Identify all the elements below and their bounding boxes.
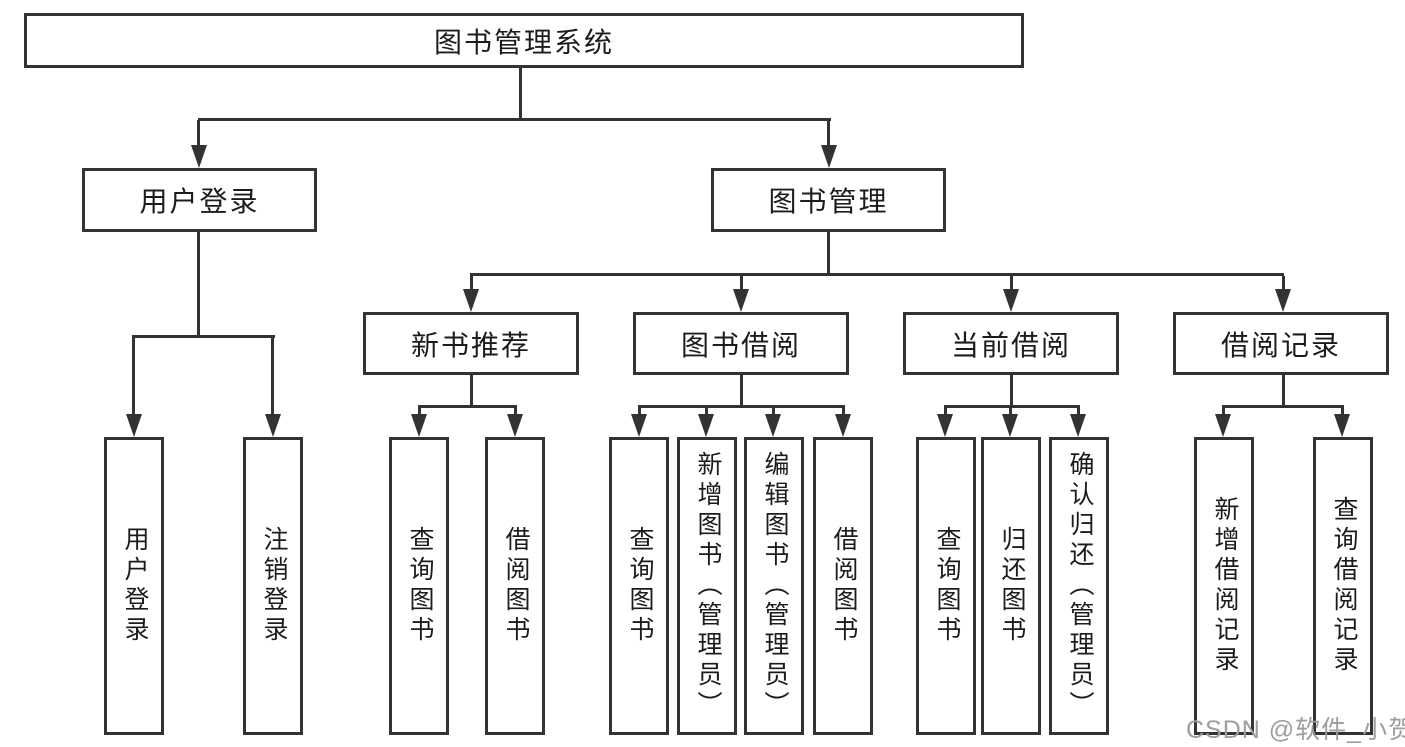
leaf-bb-edit-books-admin: 编辑图书（管理员）	[744, 437, 804, 735]
arrow-down-icon	[733, 289, 749, 312]
connector-drop-user-login	[197, 120, 200, 148]
connector-drop	[1341, 405, 1344, 417]
connector-level3-rail	[470, 273, 1284, 276]
leaf-br-add-record: 新增借阅记录	[1194, 437, 1254, 735]
arrow-down-icon	[463, 289, 479, 312]
connector-drop-new-book	[470, 276, 473, 290]
watermark: CSDN @软件_小贺同学	[1186, 716, 1405, 744]
leaf-cb-return-books: 归还图书	[981, 437, 1041, 735]
connector-drop	[1077, 405, 1080, 417]
arrow-down-icon	[821, 145, 837, 168]
leaf-bb-add-books-admin: 新增图书（管理员）	[677, 437, 737, 735]
connector-drop	[944, 405, 947, 417]
connector-new-book-rail	[418, 405, 517, 408]
connector-current-borrow-stem	[1010, 375, 1013, 408]
arrow-down-icon	[126, 414, 142, 437]
connector-drop-book-management	[827, 120, 830, 148]
leaf-br-query-record: 查询借阅记录	[1313, 437, 1373, 735]
arrow-down-icon	[937, 414, 953, 437]
connector-drop	[842, 405, 845, 417]
connector-drop	[705, 405, 708, 417]
connector-drop	[1009, 405, 1012, 417]
leaf-user-login: 用户登录	[104, 437, 164, 735]
node-borrow-records: 借阅记录	[1173, 312, 1389, 375]
arrow-down-icon	[411, 414, 427, 437]
leaf-bb-borrow-books: 借阅图书	[813, 437, 873, 735]
node-book-borrow: 图书借阅	[633, 312, 849, 375]
connector-user-login-rail	[132, 335, 275, 338]
connector-user-login-stem	[197, 232, 200, 338]
arrow-down-icon	[1070, 414, 1086, 437]
connector-drop-book-borrow	[740, 276, 743, 290]
connector-borrow-records-rail	[1222, 405, 1343, 408]
arrow-down-icon	[265, 414, 281, 437]
arrow-down-icon	[1334, 414, 1350, 437]
arrow-down-icon	[1275, 289, 1291, 312]
arrow-down-icon	[1003, 289, 1019, 312]
leaf-nb-borrow-books: 借阅图书	[485, 437, 545, 735]
node-book-management: 图书管理	[711, 168, 946, 232]
connector-book-borrow-stem	[740, 375, 743, 408]
arrow-down-icon	[631, 414, 647, 437]
arrow-down-icon	[835, 414, 851, 437]
arrow-down-icon	[507, 414, 523, 437]
arrow-down-icon	[1002, 414, 1018, 437]
connector-borrow-records-stem	[1282, 375, 1285, 408]
connector-drop	[1222, 405, 1225, 417]
connector-book-management-stem	[827, 232, 830, 276]
arrow-down-icon	[765, 414, 781, 437]
connector-drop-leaf-user-login	[132, 337, 135, 415]
arrow-down-icon	[1215, 414, 1231, 437]
connector-root-stem	[519, 68, 522, 120]
connector-drop-current-borrow	[1010, 276, 1013, 290]
connector-new-book-stem	[470, 375, 473, 408]
arrow-down-icon	[191, 145, 207, 168]
node-new-book-recommend: 新书推荐	[363, 312, 579, 375]
connector-drop-borrow-records	[1282, 276, 1285, 290]
node-user-login: 用户登录	[82, 168, 317, 232]
node-current-borrow: 当前借阅	[903, 312, 1119, 375]
connector-drop	[418, 405, 421, 417]
connector-drop	[772, 405, 775, 417]
connector-drop-leaf-logout	[271, 337, 274, 415]
leaf-logout-login: 注销登录	[243, 437, 303, 735]
leaf-cb-query-books: 查询图书	[916, 437, 976, 735]
leaf-nb-query-books: 查询图书	[389, 437, 449, 735]
connector-drop	[638, 405, 641, 417]
node-root: 图书管理系统	[24, 13, 1024, 68]
leaf-bb-query-books: 查询图书	[609, 437, 669, 735]
connector-level2-rail	[198, 118, 831, 121]
arrow-down-icon	[698, 414, 714, 437]
connector-drop	[514, 405, 517, 417]
connector-book-borrow-rail	[638, 405, 844, 408]
leaf-cb-confirm-return-admin: 确认归还（管理员）	[1049, 437, 1109, 735]
